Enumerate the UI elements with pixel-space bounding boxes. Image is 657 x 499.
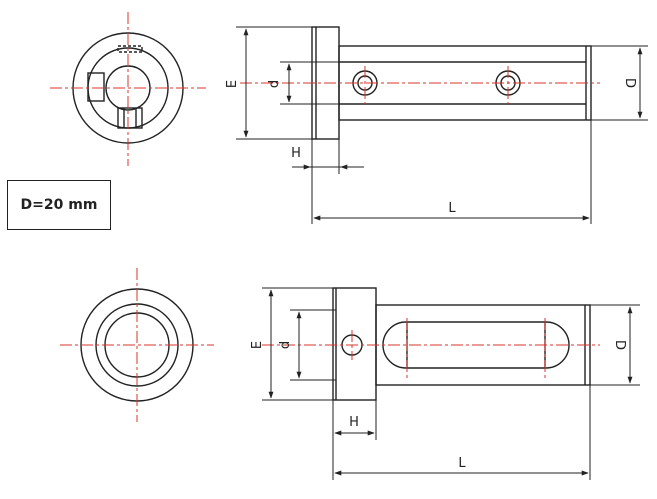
- top-label-H: H: [291, 146, 301, 161]
- top-side-view-centerlines: [240, 66, 600, 104]
- bottom-dimension-labels: E d D H L: [250, 340, 627, 471]
- bottom-label-E: E: [250, 341, 265, 349]
- bottom-side-view-centerlines: [262, 318, 600, 380]
- bottom-end-view-centerlines: [60, 268, 214, 422]
- top-dimensions: [236, 26, 648, 224]
- spec-box: D=20 mm: [7, 180, 111, 230]
- top-dimension-labels: E d D H L: [225, 78, 637, 216]
- top-label-L: L: [448, 201, 456, 216]
- bottom-label-d: d: [278, 341, 293, 349]
- top-end-view-centerlines: [50, 12, 206, 166]
- bottom-dimensions: [262, 287, 640, 480]
- top-label-D: D: [622, 78, 637, 88]
- top-label-E: E: [225, 80, 240, 88]
- bottom-label-D: D: [612, 340, 627, 350]
- bottom-label-L: L: [458, 456, 466, 471]
- spec-text: D=20 mm: [20, 197, 98, 213]
- bottom-side-view: [332, 287, 591, 401]
- bottom-label-H: H: [349, 415, 359, 430]
- top-label-d: d: [267, 80, 282, 88]
